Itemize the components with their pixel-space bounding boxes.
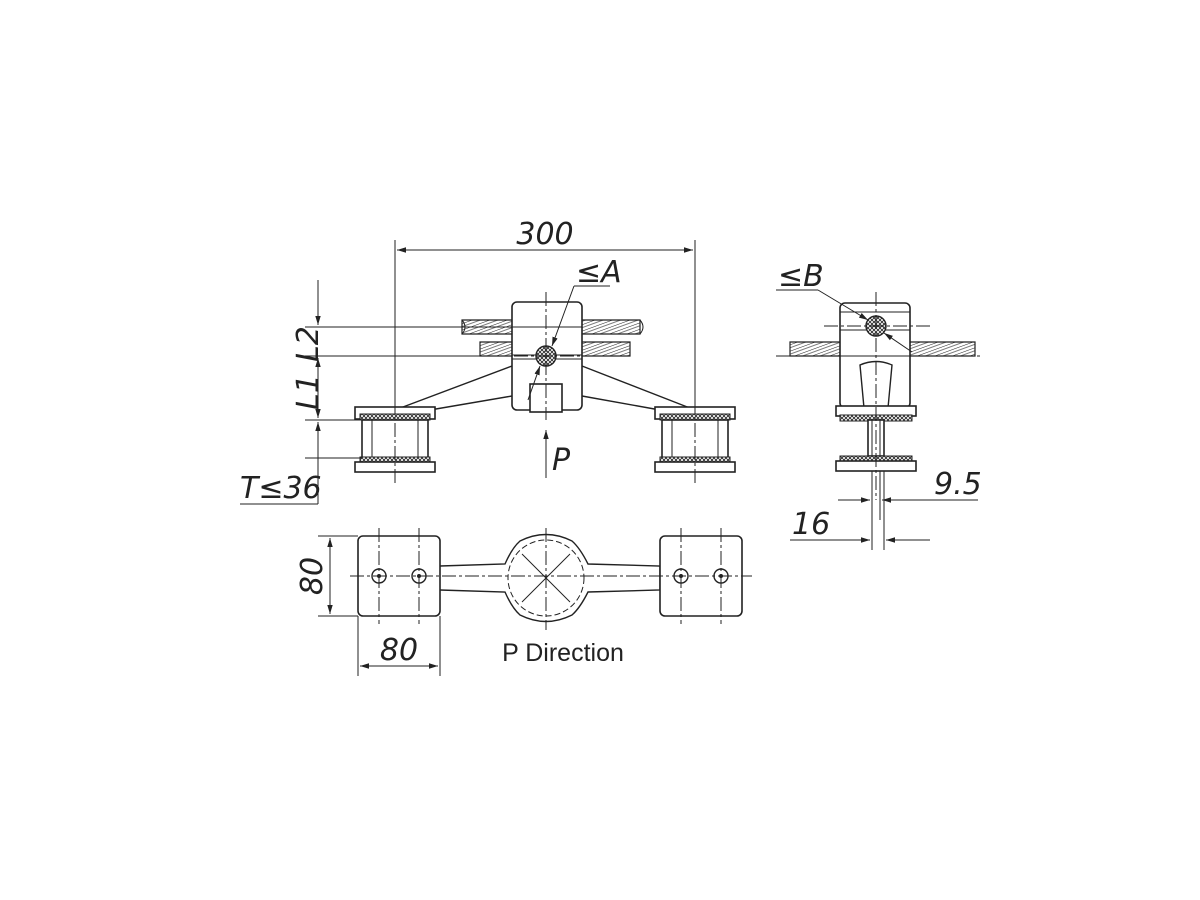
front-view: 300 <box>240 217 736 506</box>
pad-height-label: 80 <box>295 557 330 595</box>
view-caption: P Direction <box>502 639 624 667</box>
dim-16: 16 <box>792 507 830 542</box>
l1-label: L1 <box>291 374 326 410</box>
right-arm-bottom <box>581 395 661 411</box>
left-arm-top <box>394 365 513 411</box>
clamp-b-label: ≤B <box>778 259 824 294</box>
left-glass-fitting <box>354 406 436 473</box>
l2-label: L2 <box>291 326 326 362</box>
pad-width-label: 80 <box>380 633 418 668</box>
clamp-a-label: ≤A <box>576 255 622 290</box>
right-glass-fitting <box>654 406 736 473</box>
load-label: P <box>552 443 571 478</box>
p-direction-view: 80 80 P Direction <box>295 528 752 676</box>
thickness-label: T≤36 <box>240 471 322 506</box>
dimension-300: 300 <box>516 217 573 252</box>
left-arm-bottom <box>429 395 513 411</box>
dim-9-5: 9.5 <box>934 467 982 502</box>
side-view: ≤B 9.5 16 <box>776 259 982 550</box>
right-arm-top <box>581 365 696 411</box>
spider-body <box>439 533 661 623</box>
